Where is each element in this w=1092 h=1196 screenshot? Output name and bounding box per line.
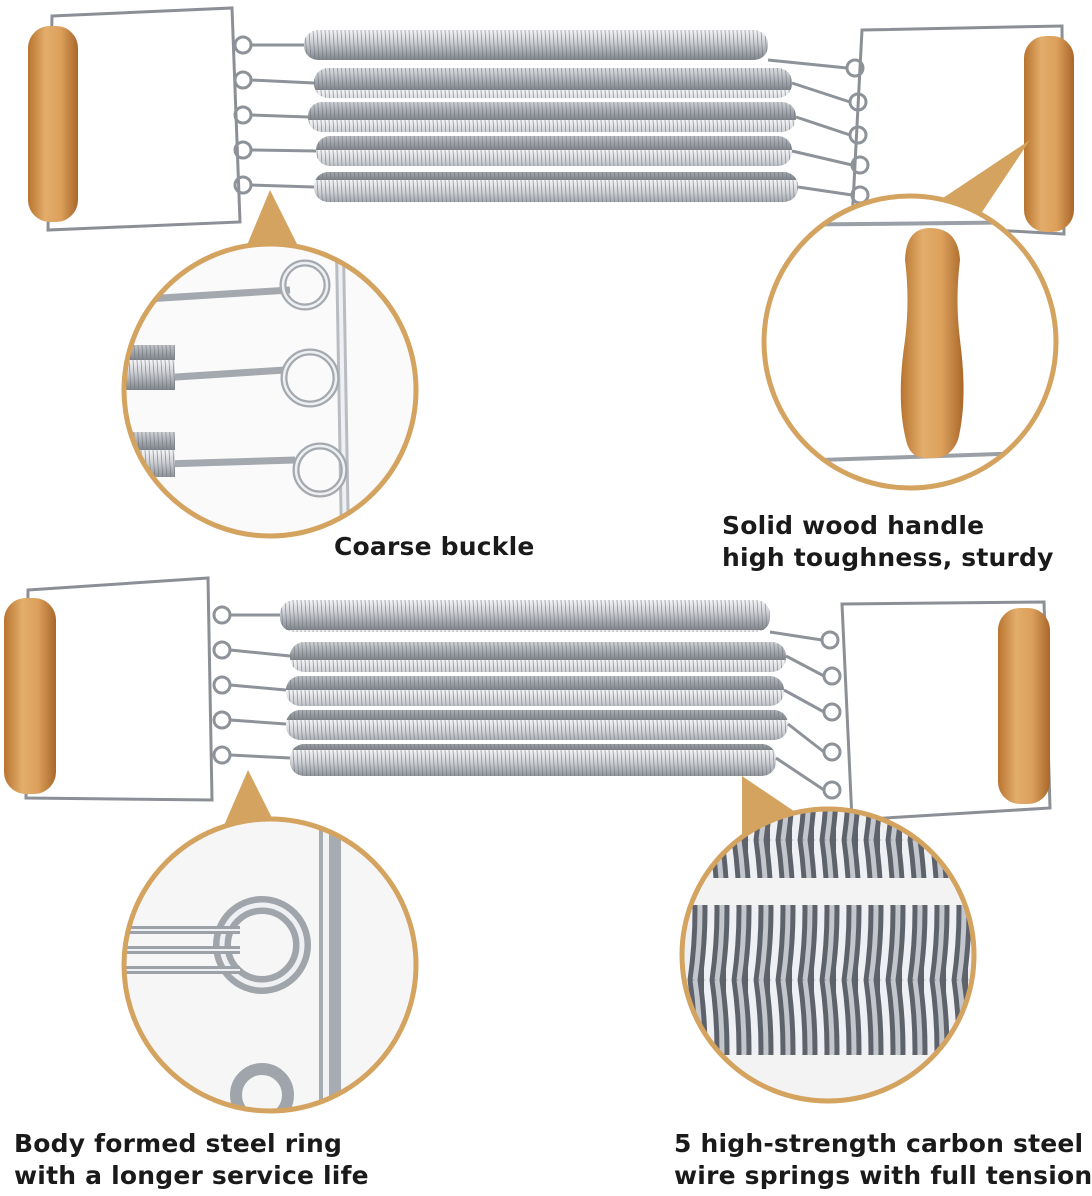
callout-pointer — [222, 770, 278, 830]
wood-handle-icon — [998, 608, 1050, 804]
steel-spring-icon — [304, 30, 798, 202]
caption-springs: 5 high-strength carbon steel wire spring… — [674, 1128, 1092, 1192]
callout-circle-springs — [679, 806, 977, 1104]
caption-steel-ring: Body formed steel ring with a longer ser… — [14, 1128, 369, 1192]
wood-handle-icon — [28, 26, 78, 222]
wood-handle-icon — [900, 228, 964, 459]
callout-pointer — [245, 190, 300, 250]
chest-expander-top — [28, 6, 1074, 236]
caption-line: Body formed steel ring — [14, 1129, 343, 1158]
chest-expander-bottom — [4, 576, 1052, 822]
wood-handle-icon — [4, 598, 56, 794]
wood-handle-icon — [1024, 36, 1074, 232]
caption-wood-handle: Solid wood handle high toughness, sturdy — [722, 510, 1054, 574]
callout-circle-handle — [761, 193, 1059, 491]
caption-line: 5 high-strength carbon steel — [674, 1129, 1084, 1158]
caption-line: Solid wood handle — [722, 511, 985, 540]
wire-frame-right — [840, 600, 1052, 822]
caption-line: high toughness, sturdy — [722, 543, 1054, 572]
caption-line: with a longer service life — [14, 1161, 369, 1190]
caption-line: Coarse buckle — [334, 532, 535, 561]
caption-line: wire springs with full tension — [674, 1161, 1092, 1190]
steel-spring-icon — [280, 600, 788, 776]
callout-circle-buckle — [121, 241, 419, 539]
callout-circle-ring — [121, 816, 419, 1114]
caption-coarse-buckle: Coarse buckle — [334, 531, 535, 563]
